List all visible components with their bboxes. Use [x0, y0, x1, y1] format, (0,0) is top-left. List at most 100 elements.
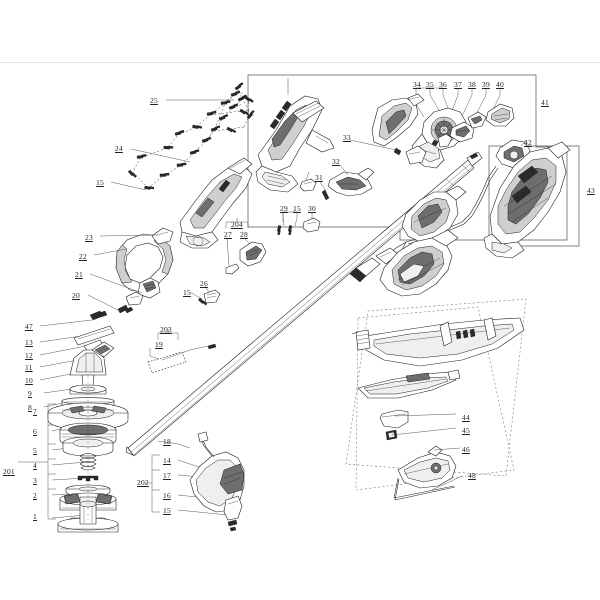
guard-assembly — [189, 431, 245, 532]
callout-17: 17 — [163, 471, 171, 480]
callout-15: 15 — [183, 288, 191, 297]
callout-27: 27 — [224, 230, 232, 239]
part-34-trigger-handle — [371, 93, 425, 147]
exploded-head-stack — [47, 310, 129, 533]
callout-203: 203 — [160, 325, 172, 334]
accessory-long-guard — [351, 317, 525, 367]
part-39 — [467, 111, 487, 129]
callout-15: 15 — [96, 178, 104, 187]
part-19-decal — [147, 343, 217, 374]
callout-16: 16 — [163, 491, 171, 500]
callout-23: 23 — [85, 233, 93, 242]
callout-40: 40 — [496, 80, 504, 89]
callout-24: 24 — [115, 144, 123, 153]
leader-22 — [93, 248, 127, 256]
callout-19: 19 — [155, 340, 163, 349]
callout-33: 33 — [343, 133, 351, 142]
powerhead-assembly — [255, 78, 335, 193]
callout-37: 37 — [454, 80, 462, 89]
callout-43: 43 — [587, 186, 595, 195]
callout-28: 28 — [240, 230, 248, 239]
callout-34: 34 — [413, 80, 421, 89]
part-33 — [349, 139, 402, 156]
callout-3: 3 — [33, 476, 37, 485]
callout-44: 44 — [462, 413, 470, 422]
callout-15: 15 — [293, 204, 301, 213]
leader-24 — [130, 148, 191, 163]
leader-18 — [157, 440, 191, 449]
callout-30: 30 — [308, 204, 316, 213]
callout-21: 21 — [75, 270, 83, 279]
bracket-203 — [157, 329, 179, 340]
callout-4: 4 — [33, 461, 37, 470]
callout-36: 36 — [439, 80, 447, 89]
callout-1: 1 — [33, 512, 37, 521]
callout-6: 6 — [33, 427, 37, 436]
callout-47: 47 — [25, 322, 33, 331]
accessory-blade-plate — [357, 369, 461, 399]
callout-26: 26 — [200, 279, 208, 288]
leader-20 — [87, 294, 121, 312]
leader-23 — [99, 234, 159, 237]
part-15c — [189, 291, 209, 306]
motor-housing-left — [401, 185, 467, 243]
top-divider-line — [0, 62, 600, 63]
part-38 — [449, 121, 475, 143]
callout-22: 22 — [79, 252, 87, 261]
part-26 — [203, 285, 221, 304]
accessory-group-box-outline — [345, 298, 527, 477]
callout-9: 9 — [28, 389, 32, 398]
callout-20: 20 — [72, 291, 80, 300]
callout-46: 46 — [462, 445, 470, 454]
callout-5: 5 — [33, 446, 37, 455]
part-30b — [299, 171, 317, 192]
leader-21 — [89, 273, 143, 294]
part-36 — [405, 145, 427, 165]
callout-18: 18 — [163, 437, 171, 446]
callout-201: 201 — [3, 467, 15, 476]
callout-38: 38 — [468, 80, 476, 89]
callout-31: 31 — [315, 173, 323, 182]
accessory-group-box — [355, 306, 515, 491]
callout-41: 41 — [541, 98, 549, 107]
part-27 — [225, 237, 240, 275]
group-41-box — [247, 74, 568, 241]
part-32 — [327, 164, 375, 197]
callout-202: 202 — [137, 478, 149, 487]
group-43-box — [488, 145, 580, 247]
part-28 — [239, 237, 267, 267]
motor-housing-right — [483, 141, 571, 259]
callout-25: 25 — [150, 96, 158, 105]
accessory-bracket-46 — [397, 445, 461, 489]
accessory-cap-44 — [379, 409, 457, 429]
bracket-202 — [145, 454, 160, 513]
callout-39: 39 — [482, 80, 490, 89]
accessory-hex-key-48 — [393, 475, 463, 501]
motor-housing-center — [379, 229, 459, 297]
callout-48: 48 — [468, 471, 476, 480]
callout-8: 8 — [28, 403, 32, 412]
leader-15a — [110, 181, 147, 191]
callout-42: 42 — [524, 138, 532, 147]
fasteners-29-15-30 — [275, 211, 321, 236]
callout-13: 13 — [25, 338, 33, 347]
callout-45: 45 — [462, 426, 470, 435]
callout-2: 2 — [33, 491, 37, 500]
callout-7: 7 — [33, 407, 37, 416]
callout-35: 35 — [426, 80, 434, 89]
part-37 — [431, 133, 453, 148]
callout-32: 32 — [332, 157, 340, 166]
callout-11: 11 — [25, 363, 33, 372]
part-40 — [485, 103, 515, 127]
callout-12: 12 — [25, 351, 33, 360]
d-handle-loop — [115, 227, 174, 314]
callout-29: 29 — [280, 204, 288, 213]
leader-15b — [177, 509, 229, 516]
callout-14: 14 — [163, 456, 171, 465]
accessory-screw-45 — [385, 427, 457, 441]
callout-204: 204 — [231, 220, 243, 229]
callout-15: 15 — [163, 506, 171, 515]
trigger-handle-assembly — [179, 157, 253, 249]
